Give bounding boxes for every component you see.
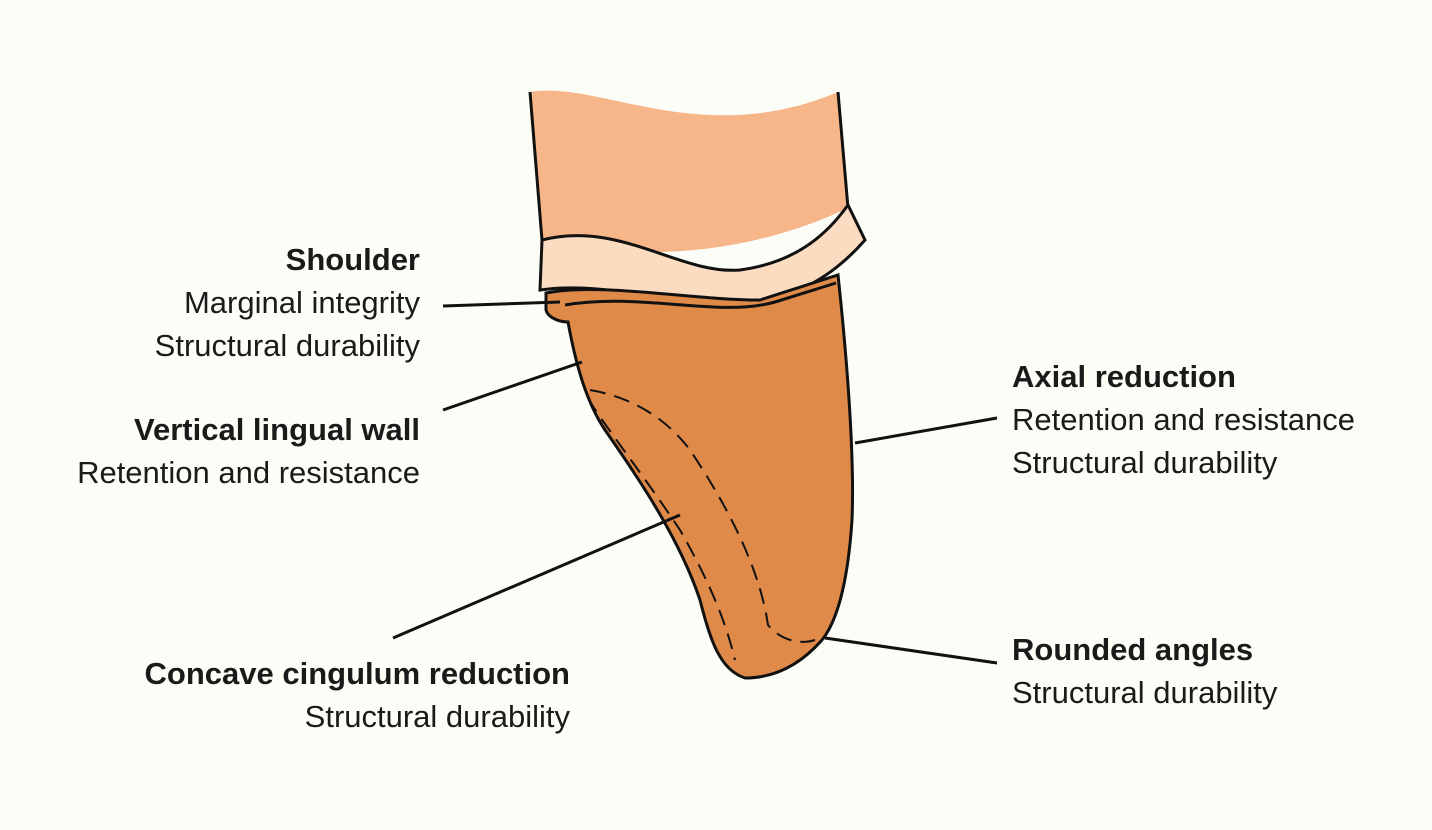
leader-axial-reduction	[854, 416, 998, 445]
leader-shoulder	[442, 300, 561, 308]
label-vertical-lingual-wall-title: Vertical lingual wall	[134, 412, 420, 447]
label-shoulder-line-1: Marginal integrity	[183, 285, 420, 320]
leader-vertical-lingual-wall	[442, 360, 583, 412]
label-axial-reduction: Axial reduction Retention and resistance…	[1012, 355, 1355, 484]
cingulum-dashed-outline	[587, 389, 816, 661]
label-vertical-lingual-wall: Vertical lingual wall Retention and resi…	[77, 408, 420, 494]
label-shoulder: Shoulder Marginal integrity Structural d…	[155, 238, 420, 367]
label-vertical-lingual-wall-line-1: Retention and resistance	[77, 455, 420, 490]
prepared-tooth	[544, 273, 855, 680]
leader-concave-cingulum	[392, 513, 681, 640]
label-rounded-angles-line-1: Structural durability	[1012, 675, 1278, 710]
label-concave-cingulum-line-1: Structural durability	[304, 699, 570, 734]
tooth-root-outline-right	[836, 91, 850, 209]
leader-rounded-angles	[824, 636, 998, 665]
tooth-root-outline-left	[528, 91, 544, 241]
label-rounded-angles-title: Rounded angles	[1012, 632, 1254, 667]
label-rounded-angles: Rounded angles Structural durability	[1012, 628, 1277, 714]
tooth-root	[530, 90, 848, 253]
label-shoulder-title: Shoulder	[285, 242, 420, 277]
label-axial-reduction-title: Axial reduction	[1012, 359, 1236, 394]
label-concave-cingulum-title: Concave cingulum reduction	[144, 656, 570, 691]
label-concave-cingulum: Concave cingulum reduction Structural du…	[145, 652, 570, 738]
label-axial-reduction-line-1: Retention and resistance	[1012, 402, 1355, 437]
shoulder-ledge	[564, 281, 837, 309]
label-axial-reduction-line-2: Structural durability	[1012, 445, 1278, 480]
label-shoulder-line-2: Structural durability	[154, 328, 420, 363]
